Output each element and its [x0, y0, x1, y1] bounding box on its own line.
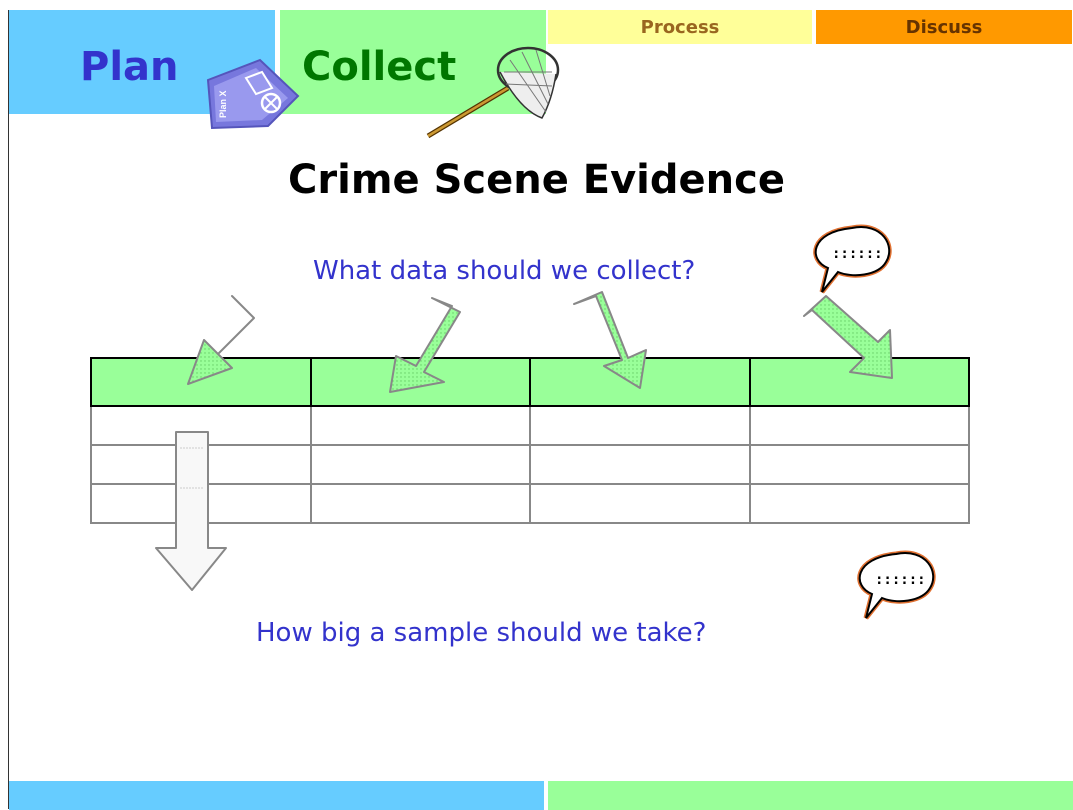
svg-text:::::::: :::::: — [875, 572, 926, 588]
slide-frame — [8, 10, 1072, 809]
arrow-icon — [187, 295, 255, 385]
footer-bar-right — [548, 781, 1073, 810]
table-cell[interactable] — [309, 405, 531, 446]
plan-title: Plan — [80, 44, 179, 90]
arrow-icon — [155, 431, 227, 591]
table-cell[interactable] — [529, 405, 751, 446]
table-cell[interactable] — [529, 483, 751, 524]
table-cell[interactable] — [309, 444, 531, 485]
slide-title: Crime Scene Evidence — [288, 157, 785, 203]
process-tab[interactable]: Process — [548, 10, 812, 44]
collect-title: Collect — [302, 44, 457, 90]
table-cell[interactable] — [529, 444, 751, 485]
plan-icon-text: Plan X — [218, 90, 228, 118]
arrow-icon — [803, 295, 893, 379]
discuss-tab-label: Discuss — [905, 16, 983, 38]
footer-bar-left — [9, 781, 544, 810]
table-row — [90, 405, 970, 446]
butterfly-net-icon — [426, 46, 560, 139]
table-cell[interactable] — [748, 405, 970, 446]
svg-text:::::::: :::::: — [832, 246, 883, 262]
table-header-cell[interactable] — [748, 357, 970, 407]
question-collect: What data should we collect? — [313, 256, 696, 286]
question-sample-size: How big a sample should we take? — [256, 618, 707, 648]
arrow-icon — [389, 297, 461, 393]
speech-bubble-icon: :::::: — [857, 550, 936, 620]
plan-clipboard-icon: Plan X — [206, 58, 300, 130]
collect-tab[interactable] — [280, 10, 546, 114]
arrow-icon — [573, 291, 647, 389]
table-cell[interactable] — [309, 483, 531, 524]
speech-bubble-icon: :::::: — [813, 224, 892, 294]
discuss-tab[interactable]: Discuss — [816, 10, 1072, 44]
table-cell[interactable] — [748, 483, 970, 524]
process-tab-label: Process — [640, 16, 720, 38]
table-cell[interactable] — [748, 444, 970, 485]
